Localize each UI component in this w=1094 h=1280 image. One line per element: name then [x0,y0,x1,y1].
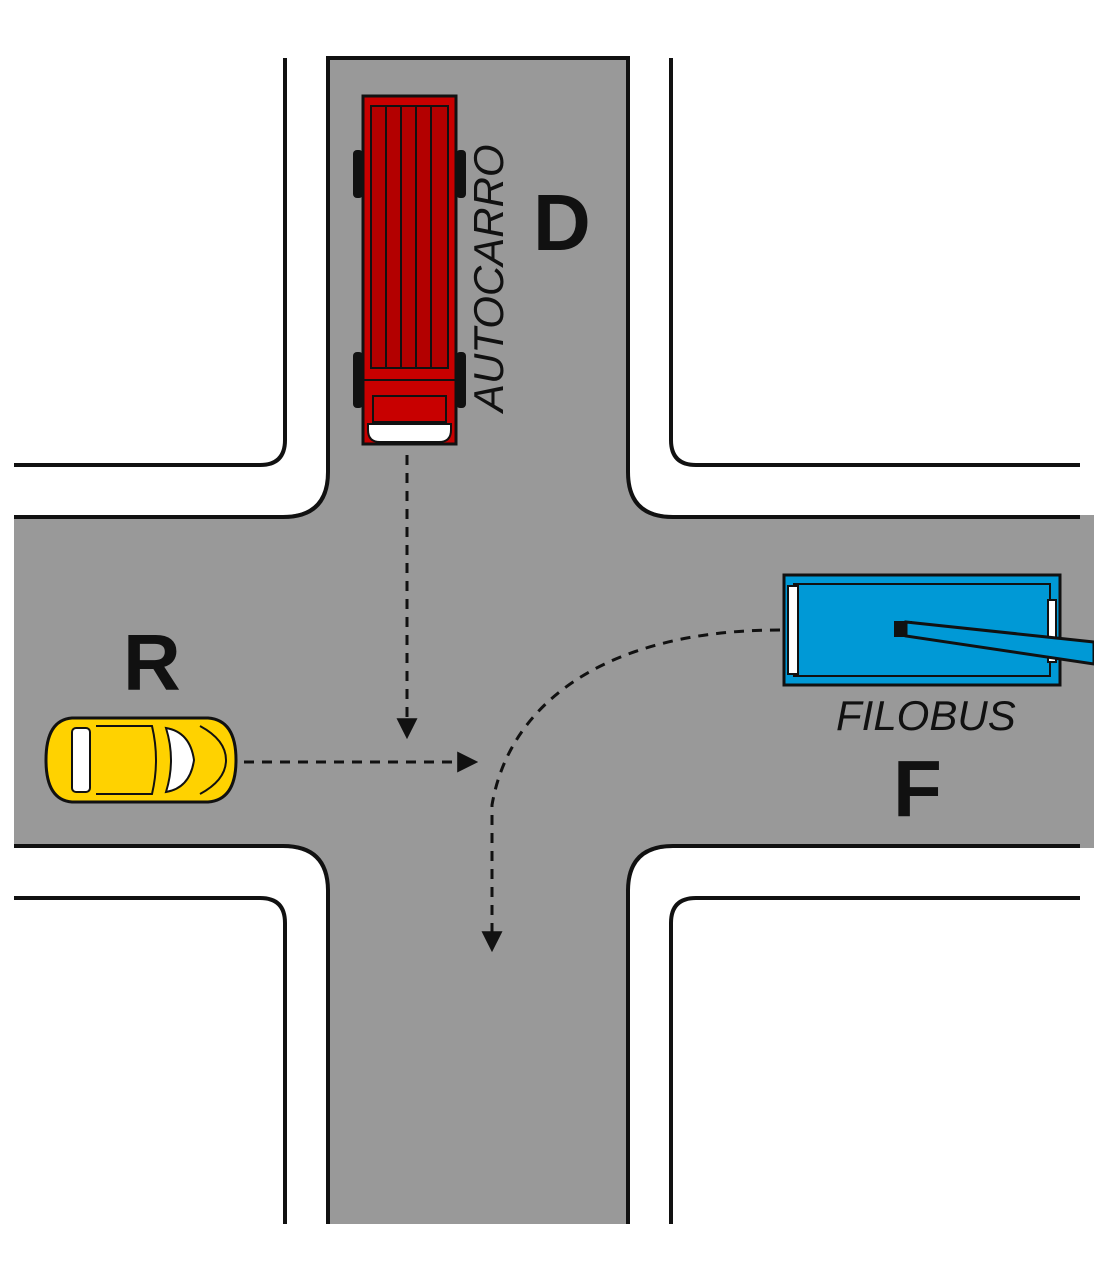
truck-wheel-icon [353,352,363,408]
trolleybus-letter-f: F [893,744,942,833]
crossroad-asphalt [14,58,1094,1224]
car-roof-line [96,725,157,795]
road-edge-north [14,56,1080,519]
car-letter-r: R [123,618,181,707]
car-rear-window [71,727,91,793]
truck-d [353,94,466,446]
car-body [44,716,238,804]
car-hood-line [199,725,228,795]
truck-wheel-icon [456,352,466,408]
road-edge-south [14,844,1080,1224]
road-surface [14,58,1094,1224]
truck-cab-roof [372,395,447,423]
curb-lines [14,56,1080,1224]
truck-label-autocarro: AUTOCARRO [465,144,512,415]
trolley-pole [904,620,1094,666]
truck-letter-d: D [533,178,591,267]
curb-south-east [669,896,1080,1224]
curb-south-west [14,896,287,1224]
truck-cargo-ribs [385,106,432,368]
trolleybus-f [782,573,1094,687]
movement-paths [244,455,781,953]
trolleybus-front-window [787,585,799,675]
trolleybus-path-arrow [481,628,781,953]
truck-wheel-icon [353,150,363,198]
trolleybus-label-filobus: FILOBUS [836,692,1016,739]
curb-north-west [14,58,287,467]
truck-cargo-bed [370,105,449,369]
truck-windshield [367,423,452,443]
car-windshield [164,726,196,794]
trolleybus-rear-window [1047,599,1057,663]
curb-north-east [669,58,1080,467]
car-r [44,716,238,804]
truck-wheel-icon [456,150,466,198]
